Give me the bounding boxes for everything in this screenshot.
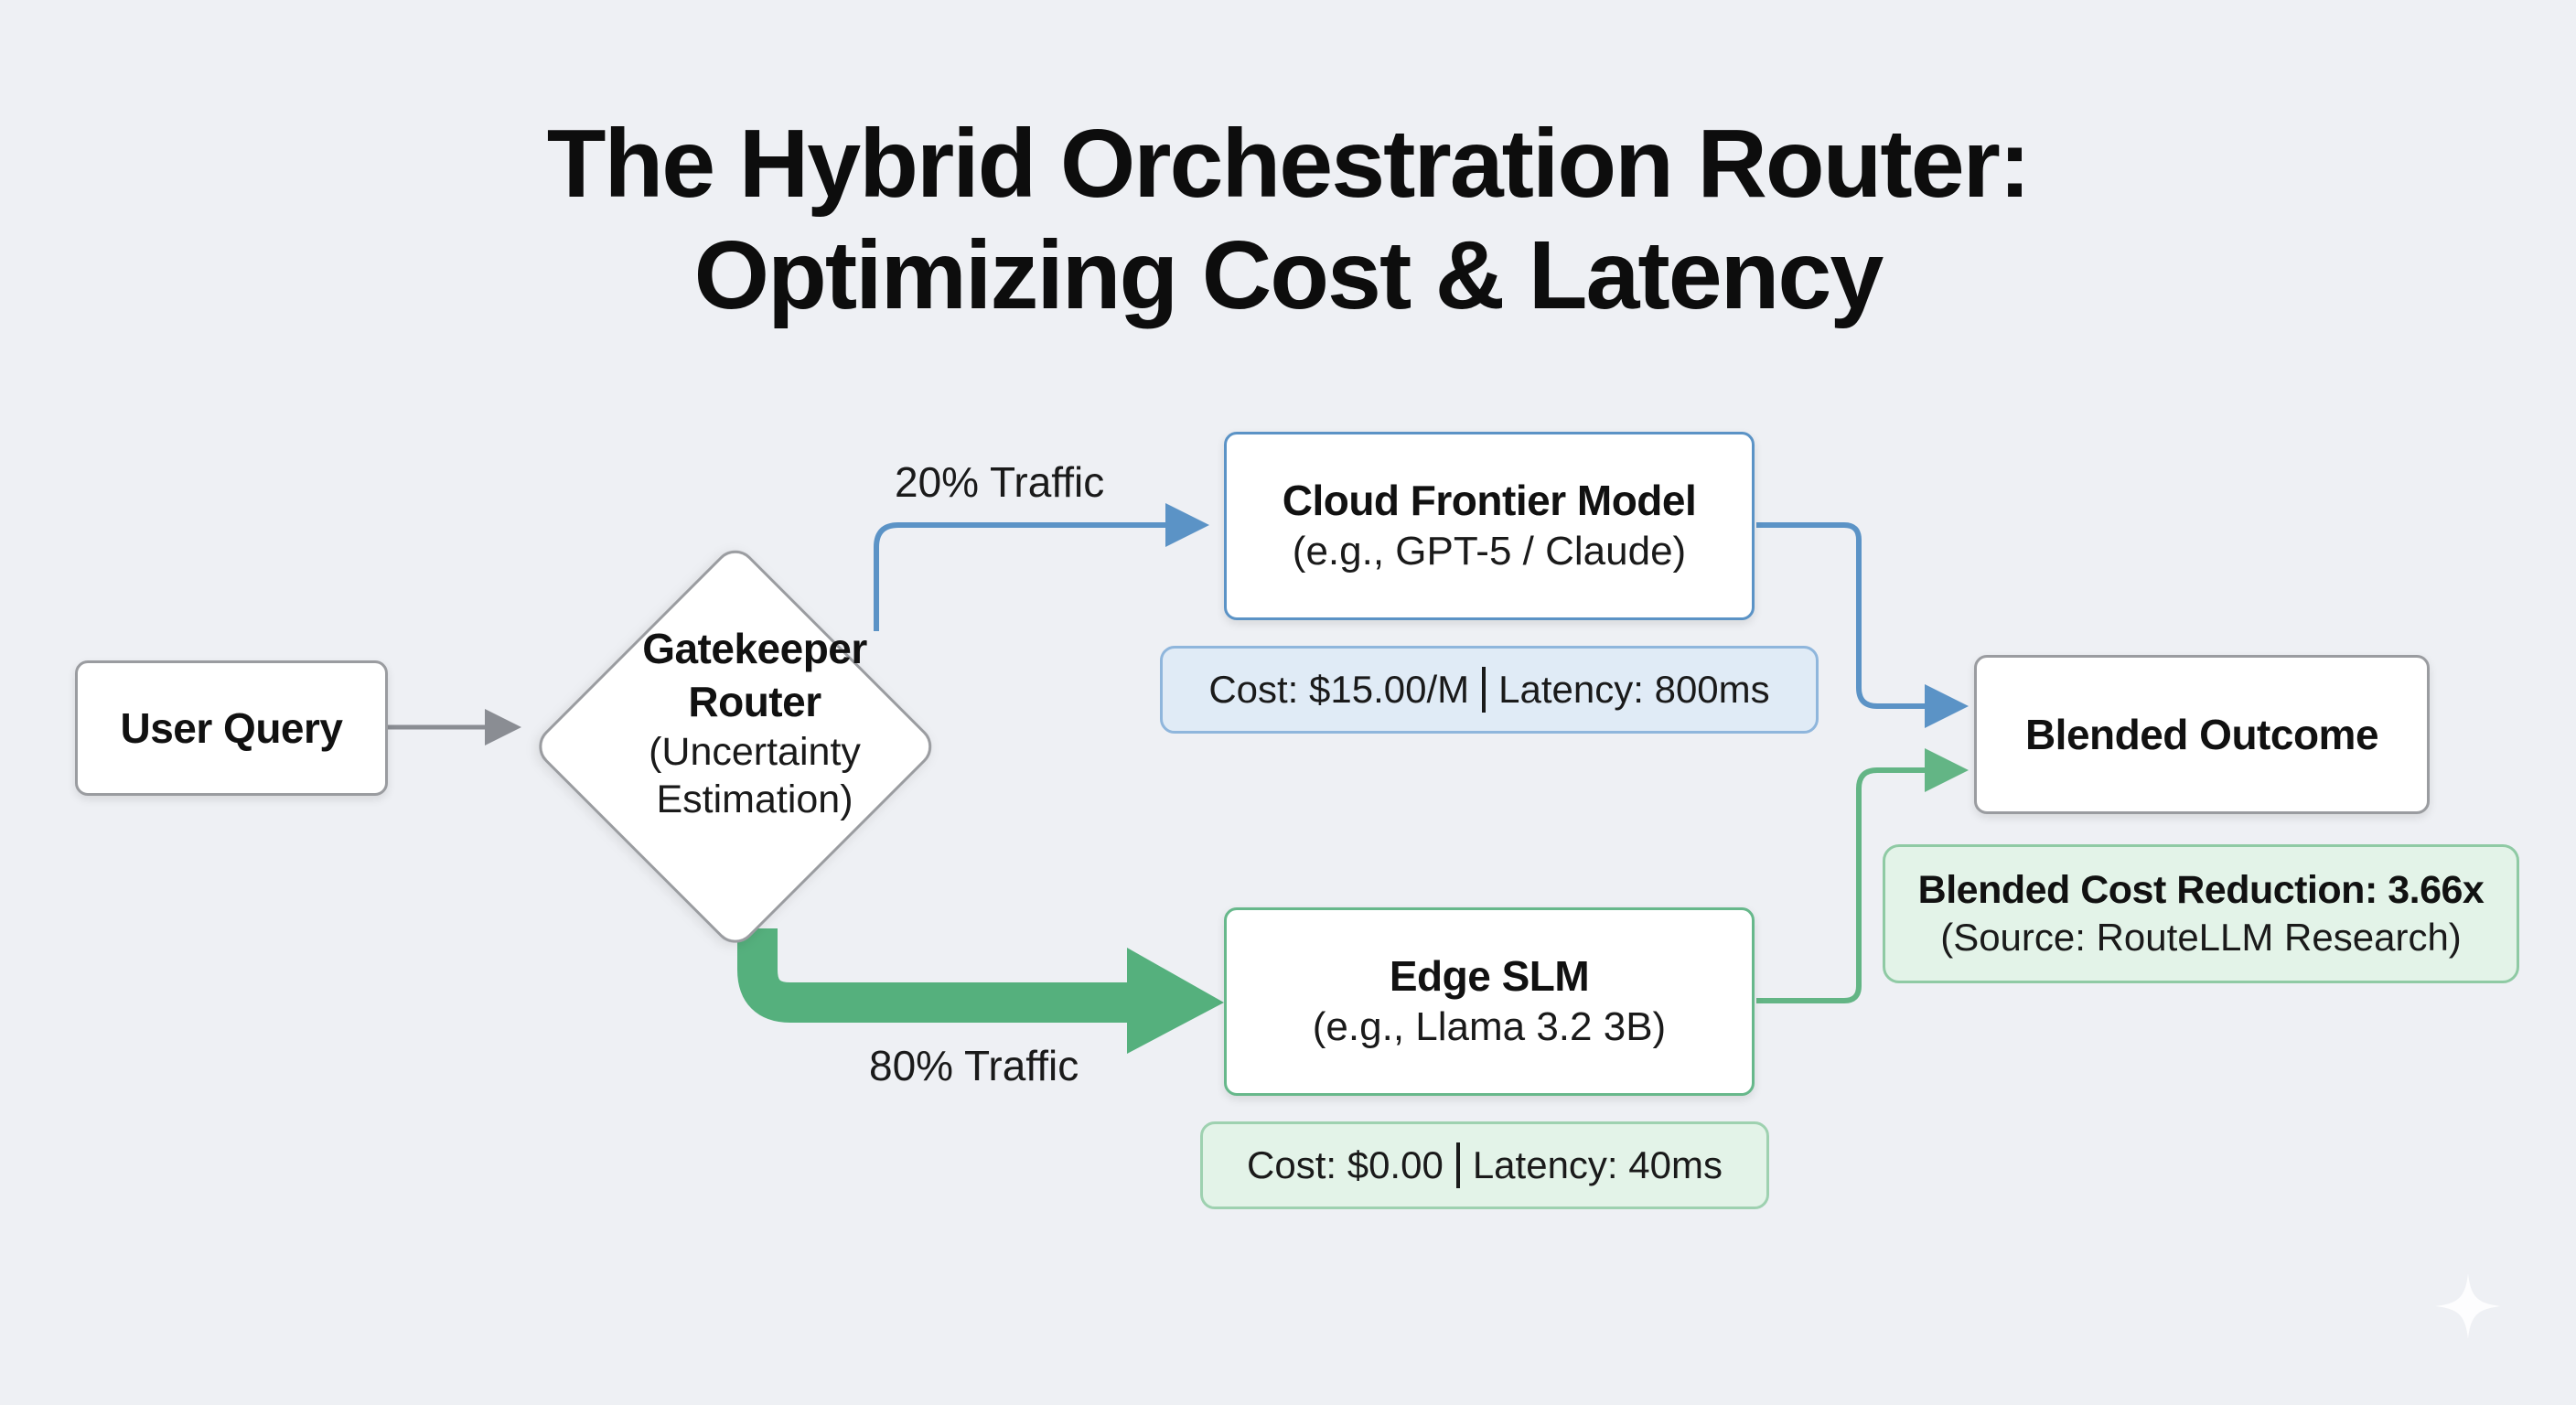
cloud-model-node: Cloud Frontier Model (e.g., GPT-5 / Clau…	[1224, 432, 1755, 620]
edge-metrics-badge: Cost: $0.00 Latency: 40ms	[1200, 1121, 1769, 1209]
cloud-traffic-label: 20% Traffic	[895, 458, 1105, 506]
metric-divider	[1482, 667, 1487, 713]
cloud-metrics-badge: Cost: $15.00/M Latency: 800ms	[1160, 646, 1819, 734]
page-title: The Hybrid Orchestration Router: Optimiz…	[0, 108, 2576, 331]
edge-slm-title: Edge SLM	[1389, 952, 1590, 1000]
router-title-line-1: Gatekeeper	[642, 625, 867, 672]
cloud-latency-text: Latency: 800ms	[1498, 668, 1770, 711]
blended-outcome-node: Blended Outcome	[1974, 655, 2430, 814]
edge-slm-subtitle: (e.g., Llama 3.2 3B)	[1312, 1004, 1667, 1049]
cost-reduction-headline: Blended Cost Reduction: 3.66x	[1917, 868, 2485, 912]
sparkle-icon	[2435, 1273, 2501, 1339]
router-title-line-2: Router	[688, 678, 821, 725]
cloud-model-subtitle: (e.g., GPT-5 / Claude)	[1292, 529, 1687, 574]
title-line-2: Optimizing Cost & Latency	[693, 221, 1884, 329]
cloud-model-title: Cloud Frontier Model	[1282, 477, 1697, 524]
router-to-edge-arrow	[737, 928, 1134, 1023]
router-sub-line-2: Estimation)	[656, 778, 853, 821]
blended-outcome-label: Blended Outcome	[2024, 711, 2379, 758]
edge-slm-node: Edge SLM (e.g., Llama 3.2 3B)	[1224, 907, 1755, 1096]
router-node-text: Gatekeeper Router (Uncertainty Estimatio…	[549, 622, 961, 823]
router-sub-line-1: (Uncertainty	[649, 730, 861, 774]
user-query-label: User Query	[120, 704, 343, 752]
router-to-cloud-arrow	[874, 503, 1209, 631]
edge-traffic-label: 80% Traffic	[869, 1042, 1079, 1089]
edge-cost-text: Cost: $0.00	[1247, 1143, 1444, 1186]
cost-reduction-source: (Source: RouteLLM Research)	[1940, 916, 2462, 959]
title-line-1: The Hybrid Orchestration Router:	[546, 110, 2031, 218]
edge-latency-text: Latency: 40ms	[1472, 1143, 1723, 1186]
user-query-node: User Query	[75, 660, 388, 796]
router-diamond	[539, 550, 932, 943]
edge-to-outcome-arrow	[1756, 748, 1969, 1003]
cost-reduction-callout: Blended Cost Reduction: 3.66x (Source: R…	[1883, 844, 2519, 983]
cloud-cost-text: Cost: $15.00/M	[1208, 668, 1470, 711]
router-to-edge-arrowhead	[1127, 948, 1224, 1054]
metric-divider	[1455, 1142, 1460, 1188]
cloud-to-outcome-arrow	[1756, 522, 1969, 728]
